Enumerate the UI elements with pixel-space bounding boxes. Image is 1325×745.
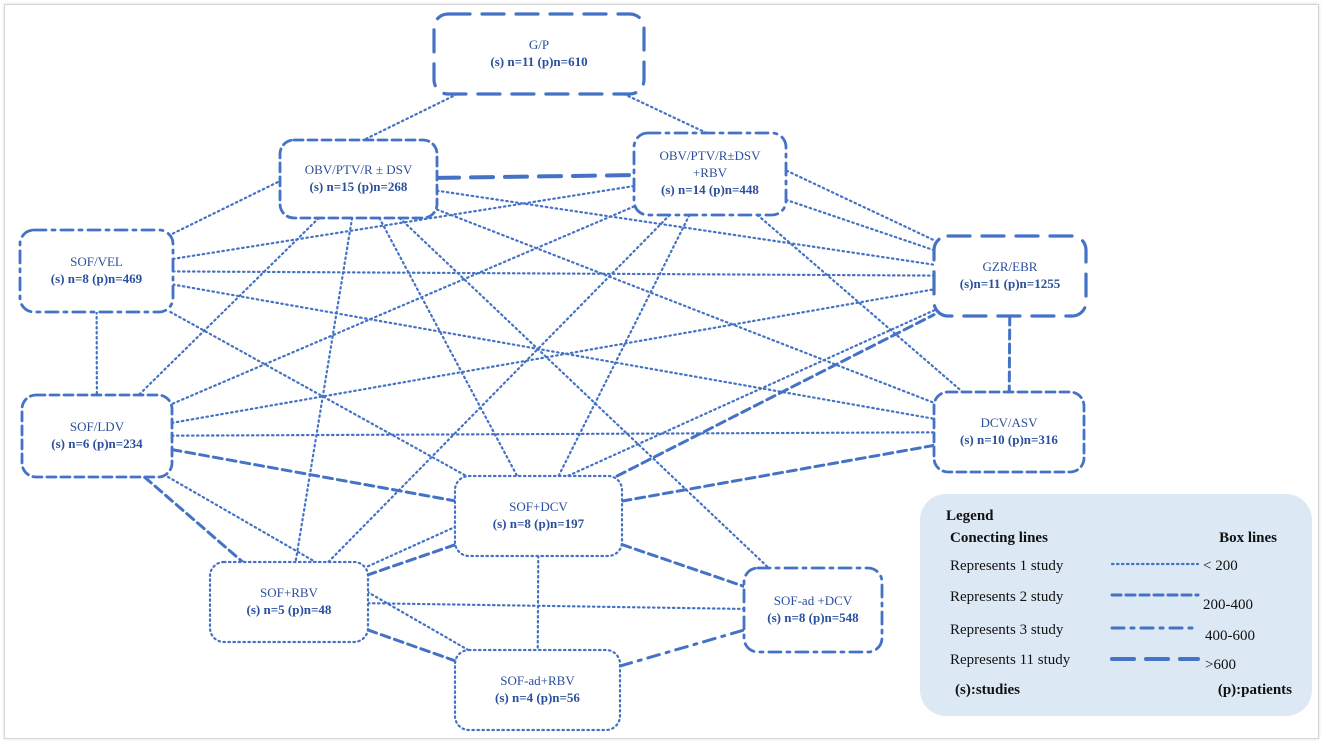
node-obvrbv: OBV/PTV/R±DSV +RBV (s) n=14 (p)n=448 [632, 131, 788, 217]
node-title: SOF-ad+RBV [500, 673, 575, 688]
node-box [453, 474, 624, 558]
node-stats: (s) n=11 (p)n=610 [490, 54, 587, 69]
legend-title: Legend [946, 508, 994, 524]
figure-frame [4, 4, 1319, 739]
edge-sofrbv-gzr [366, 309, 936, 568]
edge-obvrbv-sofldv [170, 205, 636, 406]
node-title: SOF+DCV [509, 499, 568, 514]
node-box [453, 648, 622, 732]
edge-sofadrbv-sofaddcv [618, 628, 746, 668]
node-box [932, 234, 1088, 318]
legend-box-header: Box lines [1219, 530, 1277, 546]
edge-sofvel-obvrbv [171, 184, 636, 261]
node-box [742, 566, 884, 654]
node-sofdcv: SOF+DCV (s) n=8 (p)n=197 [453, 474, 624, 558]
node-stats: (s) n=6 (p)n=234 [51, 436, 143, 451]
legend-row-label: Represents 3 study [950, 622, 1064, 638]
node-stats: (s) n=5 (p)n=48 [247, 602, 332, 617]
node-sofvel: SOF/VEL (s) n=8 (p)n=469 [18, 228, 175, 314]
edge-obvrbv-gzr [784, 198, 936, 252]
node-box [20, 393, 174, 479]
node-title: SOF-ad +DCV [774, 593, 853, 608]
edge-obv-obvrbv [435, 173, 636, 180]
edge-sofvel-gzr [171, 270, 936, 277]
treatment-boxes: G/P (s) n=11 (p)n=610 OBV/PTV/R ± DSV (s… [18, 12, 1088, 732]
edge-sofdcv-gzr [615, 313, 936, 478]
node-title: SOF/VEL [70, 254, 123, 269]
edge-obv-dcv [435, 208, 936, 404]
node-box [932, 390, 1086, 474]
node-sofrbv: SOF+RBV (s) n=5 (p)n=48 [208, 560, 370, 644]
legend-row-label: Represents 11 study [950, 652, 1071, 668]
node-sofadrbv: SOF-ad+RBV (s) n=4 (p)n=56 [453, 648, 622, 732]
edge-sofdcv-sofaddcv [620, 543, 746, 588]
node-sofaddcv: SOF-ad +DCV (s) n=8 (p)n=548 [742, 566, 884, 654]
node-title: SOF/LDV [70, 419, 125, 434]
legend-row-box: < 200 [1203, 558, 1238, 574]
edge-sofrbv-sofaddcv [366, 602, 746, 611]
node-box [18, 228, 175, 314]
legend-row-box: 200-400 [1203, 597, 1253, 613]
node-title: OBV/PTV/R ± DSV [305, 162, 413, 177]
node-subtitle: +RBV [693, 165, 728, 180]
edge-sofrbv-sofadrbv [366, 628, 457, 663]
edge-obv-sofldv [137, 216, 320, 397]
connecting-lines [95, 92, 1012, 668]
edge-sofvel-gp [171, 92, 459, 235]
legend-connecting-header: Conecting lines [950, 530, 1048, 546]
edge-obv-sofaddcv [398, 216, 770, 570]
legend-row-label: Represents 1 study [950, 558, 1064, 574]
node-obv: OBV/PTV/R ± DSV (s) n=15 (p)n=268 [278, 138, 439, 220]
node-box [278, 138, 439, 220]
legend-patients-note: (p):patients [1218, 682, 1292, 698]
edge-sofldv-sofrbv [142, 475, 245, 564]
edge-obvrbv-sofrbv [327, 213, 671, 564]
legend-row-box: 400-600 [1205, 628, 1255, 644]
node-gp: G/P (s) n=11 (p)n=610 [432, 12, 646, 96]
node-title: OBV/PTV/R±DSV [659, 148, 761, 163]
node-stats: (s) n=8 (p)n=197 [493, 516, 585, 531]
edge-obv-sofdcv [378, 216, 519, 478]
edge-sofldv-sofdcv [170, 448, 457, 503]
node-dcv: DCV/ASV (s) n=10 (p)n=316 [932, 390, 1086, 474]
edge-sofldv-gzr [170, 288, 936, 424]
edge-sofvel-sofdcv [169, 310, 468, 478]
node-stats: (s) n=8 (p)n=548 [767, 610, 859, 625]
node-gzr: GZR/EBR (s)n=11 (p)n=1255 [932, 234, 1088, 318]
legend-row-label: Represents 2 study [950, 589, 1064, 605]
node-box [208, 560, 370, 644]
node-title: GZR/EBR [983, 259, 1038, 274]
node-stats: (s)n=11 (p)n=1255 [960, 276, 1061, 291]
node-box [432, 12, 646, 96]
legend-background [920, 494, 1312, 716]
edge-sofdcv-sofrbv [366, 543, 457, 577]
edge-sofvel-dcv [171, 283, 936, 420]
edge-sofldv-dcv [170, 431, 936, 437]
edge-obvrbv-sofdcv [557, 213, 691, 478]
node-stats: (s) n=14 (p)n=448 [661, 182, 759, 197]
node-title: G/P [529, 37, 549, 52]
edge-obvrbv-dcv [756, 213, 964, 394]
legend-studies-note: (s):studies [955, 682, 1020, 698]
legend: Legend Conecting lines Box lines Represe… [920, 494, 1312, 716]
node-title: SOF+RBV [260, 585, 319, 600]
node-stats: (s) n=8 (p)n=469 [51, 271, 143, 286]
node-stats: (s) n=4 (p)n=56 [495, 690, 580, 705]
edge-obv-gzr [435, 189, 936, 266]
node-stats: (s) n=10 (p)n=316 [960, 432, 1058, 447]
node-sofldv: SOF/LDV (s) n=6 (p)n=234 [20, 393, 174, 479]
node-box [632, 131, 788, 217]
node-title: DCV/ASV [980, 415, 1038, 430]
node-stats: (s) n=15 (p)n=268 [310, 179, 408, 194]
legend-row-box: >600 [1205, 657, 1236, 673]
edge-sofdcv-sofadrbv [536, 554, 540, 652]
edge-sofdcv-dcv [620, 443, 936, 503]
edge-obv-sofrbv [294, 216, 354, 564]
